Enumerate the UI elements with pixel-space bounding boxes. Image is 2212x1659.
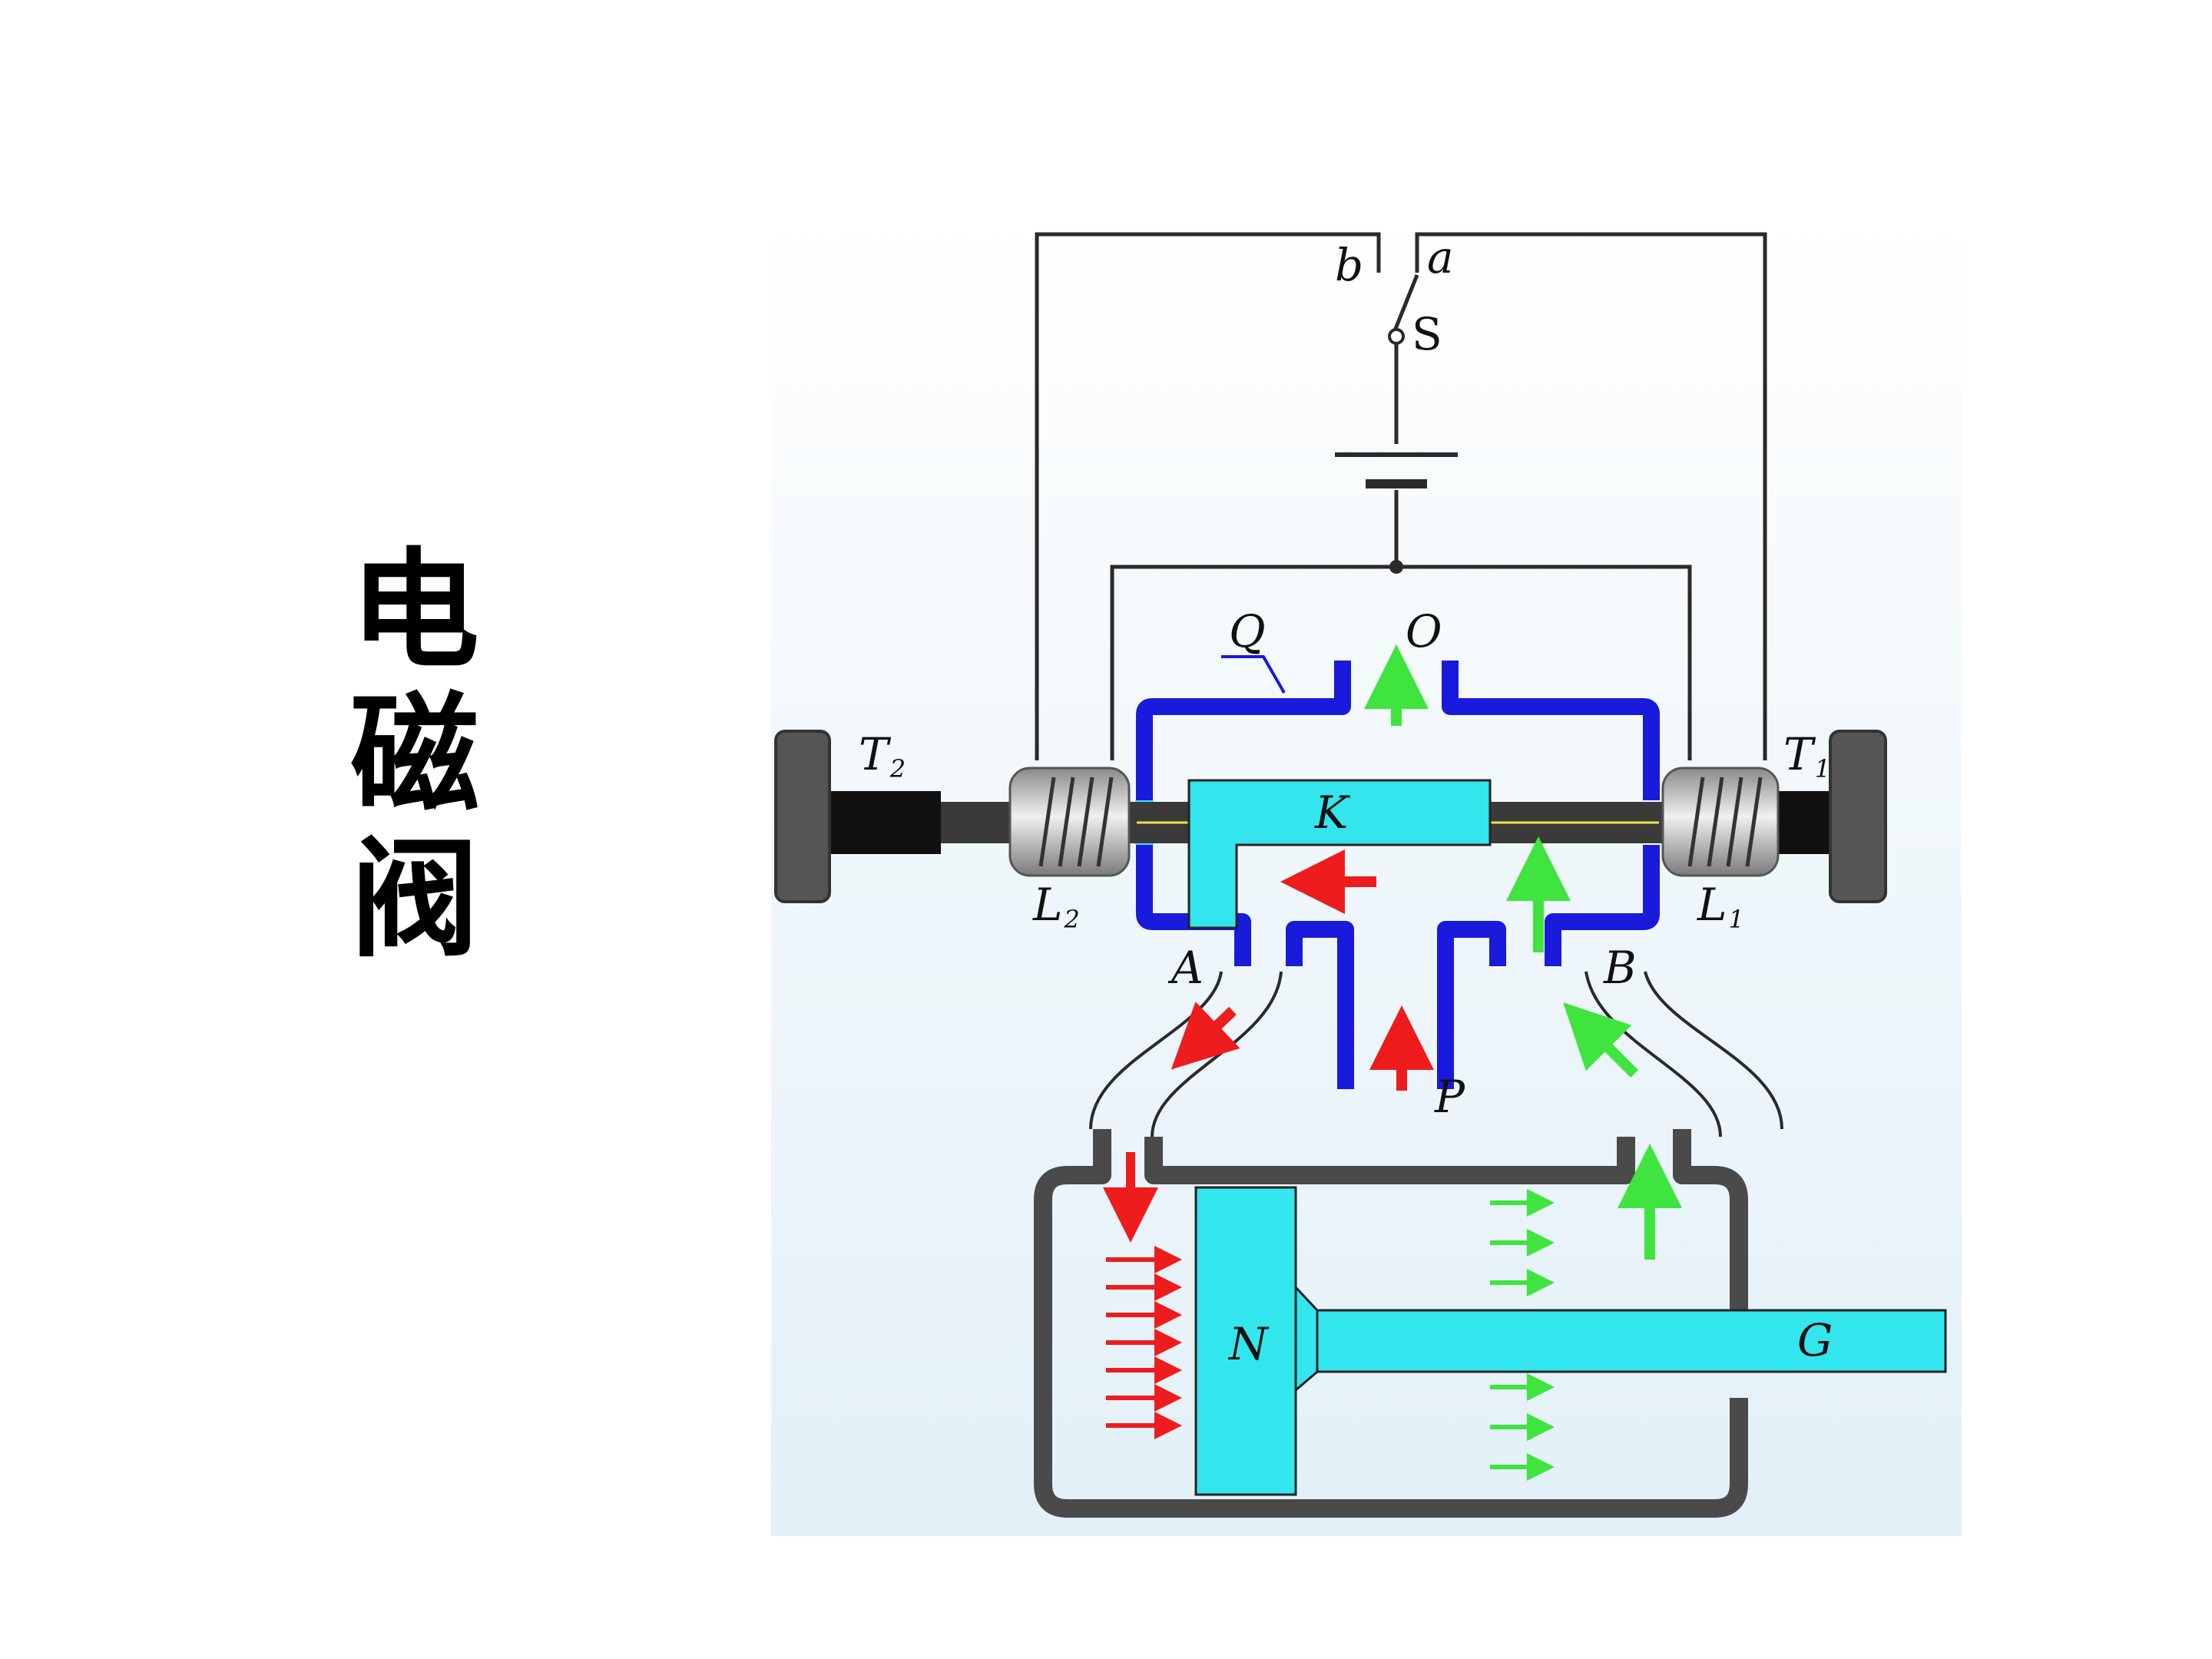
label-l1: L1 <box>1697 879 1744 934</box>
label-t1: T1 <box>1783 728 1830 783</box>
green-flow-arrows <box>1364 644 1682 1481</box>
q-leader-line <box>1221 655 1286 694</box>
label-t2: T2 <box>859 728 906 783</box>
label-p: P <box>1434 1071 1465 1123</box>
wire-junction <box>1389 560 1403 574</box>
label-b-port: B <box>1603 942 1637 994</box>
battery <box>1335 452 1458 488</box>
label-b: b <box>1335 239 1363 291</box>
label-l2: L2 <box>1032 879 1080 934</box>
label-n: N <box>1227 1318 1270 1370</box>
page-title: 电 磁 阀 <box>350 534 479 975</box>
plunger-t2-cap <box>774 730 831 903</box>
diagram-labels: b a S Q O K T2 T1 L2 L1 A B P N G <box>859 231 1833 1370</box>
plunger-t1-body <box>1774 791 1834 854</box>
red-flow-arrows <box>1103 849 1434 1439</box>
label-s: S <box>1412 308 1442 360</box>
plunger-t2-body <box>826 791 941 854</box>
piston-n <box>1194 1186 1319 1496</box>
label-a-port: A <box>1167 942 1204 994</box>
spool-k <box>1187 779 1492 929</box>
piston-rod-g <box>1316 1309 1947 1373</box>
coil-l1 <box>1661 767 1780 877</box>
label-o: O <box>1406 605 1442 657</box>
switch-s <box>1388 274 1419 345</box>
label-g: G <box>1797 1314 1833 1366</box>
label-a: a <box>1427 231 1454 283</box>
coil-l2 <box>1008 767 1131 877</box>
label-q: Q <box>1229 605 1266 657</box>
label-k: K <box>1314 786 1351 839</box>
plunger-t1-cap <box>1829 730 1887 903</box>
